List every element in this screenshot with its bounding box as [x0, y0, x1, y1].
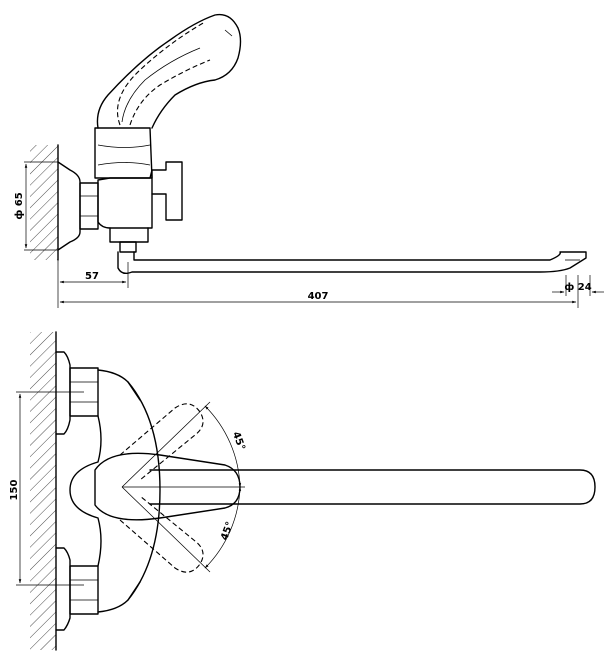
dimension-mount-spacing: 150	[9, 391, 84, 586]
wall-side	[30, 144, 59, 261]
rotation-angle-indicator: 45° 45°	[121, 401, 247, 573]
dim-label-mount-spacing: 150	[9, 480, 20, 501]
upper-inlet-top	[55, 351, 141, 435]
dimension-spout-length: 407	[57, 275, 579, 308]
lever-handle-top	[94, 452, 241, 521]
dimension-outlet-offset: 57	[57, 260, 129, 288]
angle-label-lower: 45°	[219, 520, 236, 542]
dim-label-outlet-diameter: ф 24	[564, 281, 591, 293]
handle-position-upper	[119, 403, 204, 481]
control-tab-side	[151, 161, 183, 221]
connection-nut-side	[79, 182, 99, 230]
dim-label-spout-length: 407	[308, 291, 329, 302]
dim-label-base-diameter: ф 65	[13, 192, 25, 219]
spout-side	[117, 251, 587, 275]
lever-handle-side	[96, 13, 242, 129]
dim-label-outlet-offset: 57	[85, 271, 99, 282]
spout-top	[149, 469, 596, 505]
dimension-outlet-diameter: ф 24	[552, 275, 604, 296]
lower-inlet-top	[55, 547, 141, 631]
wall-top	[30, 331, 57, 651]
dimension-base-diameter: ф 65	[13, 161, 58, 251]
wall-flange-side	[57, 161, 81, 251]
top-view: 45° 45° 150	[9, 331, 596, 651]
mixer-body-top	[69, 415, 102, 567]
spout-swivel-side	[109, 227, 149, 243]
side-view: ф 65 57 407 ф 24	[13, 13, 604, 308]
handle-position-lower	[119, 495, 204, 573]
